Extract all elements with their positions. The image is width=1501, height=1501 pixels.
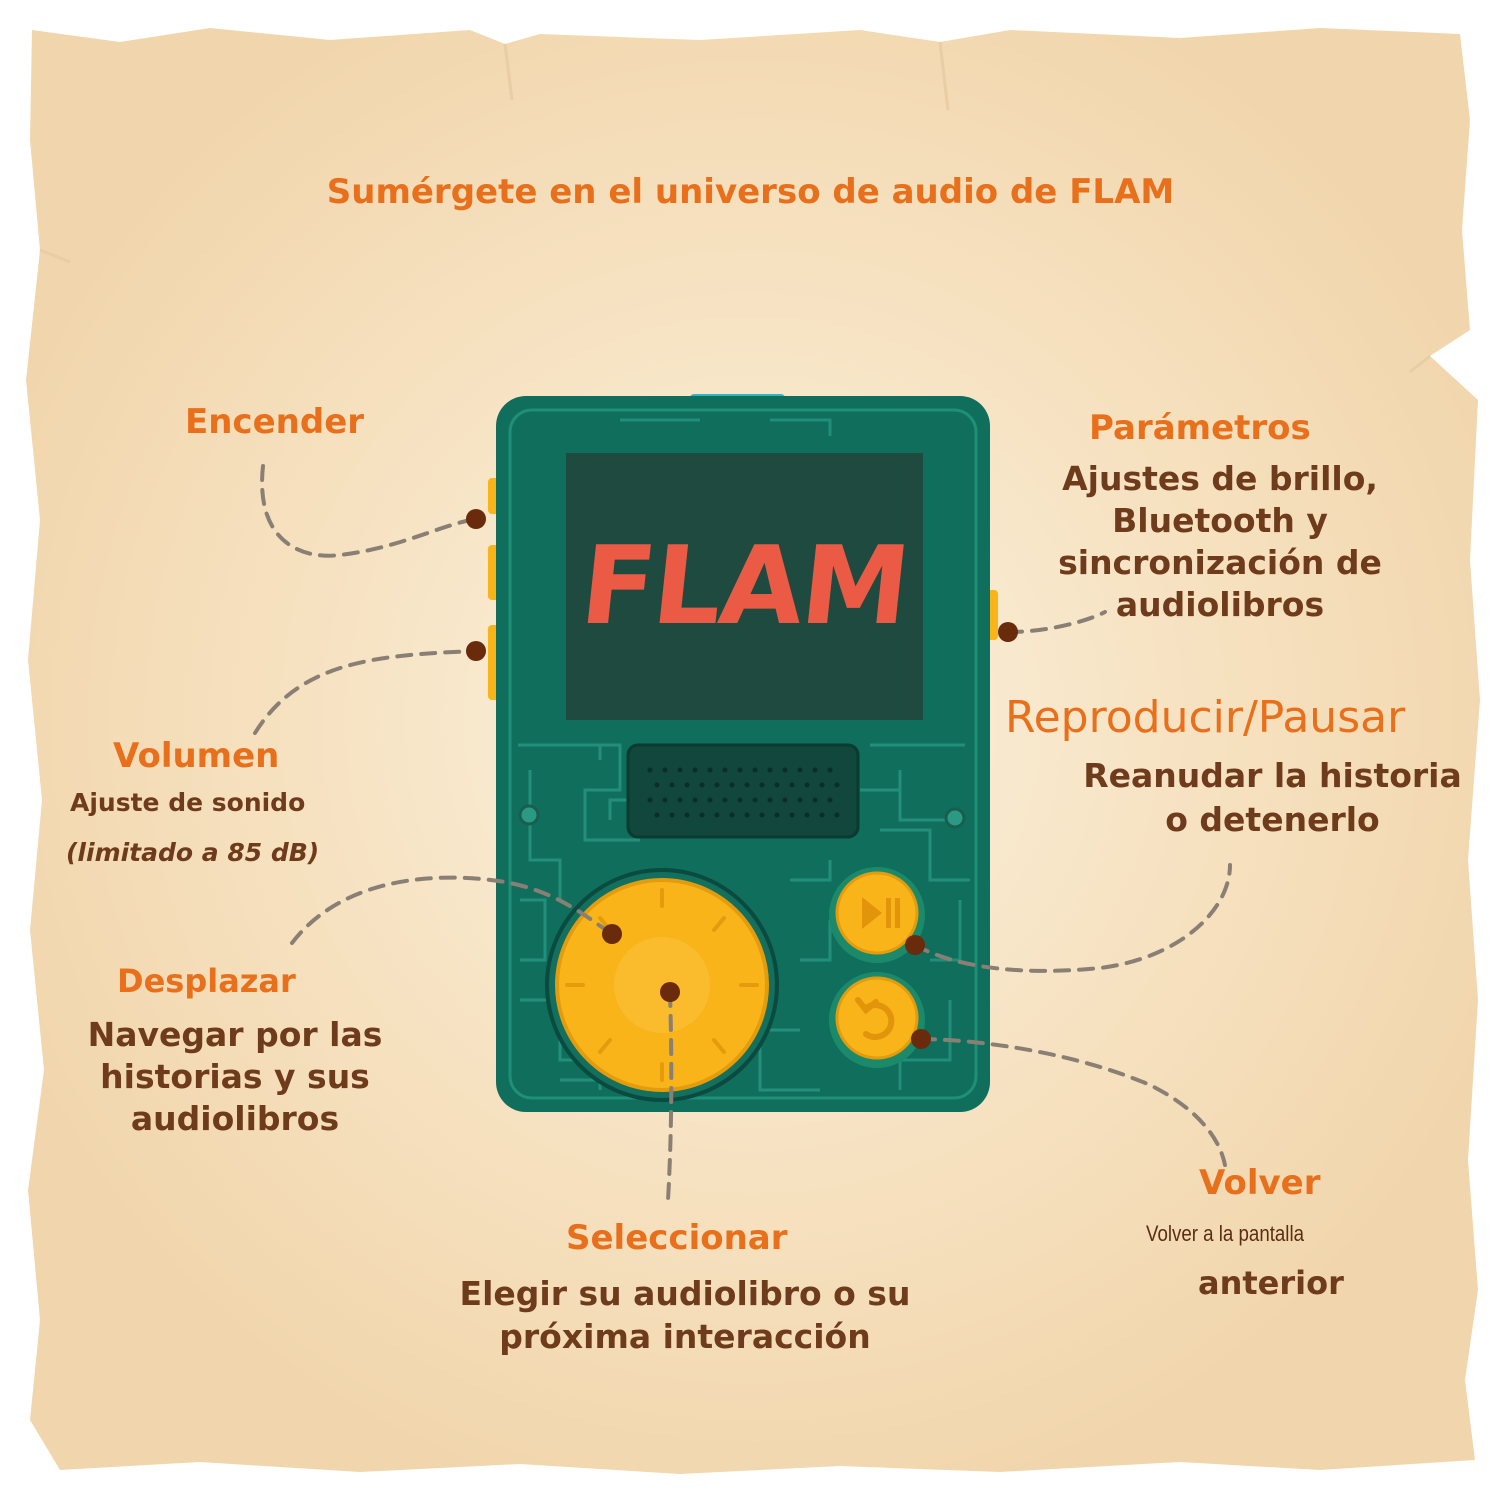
callout-volver-title: Volver (1199, 1163, 1321, 1203)
callout-volumen-note: (limitado a 85 dB) (66, 838, 320, 867)
headline: Sumérgete en el universo de audio de FLA… (326, 172, 1175, 212)
callout-parametros-title: Parámetros (1089, 408, 1311, 448)
callout-reproducir-title: Reproducir/Pausar (1005, 692, 1406, 743)
callout-seleccionar-description: Elegir su audiolibro o su próxima intera… (459, 1274, 911, 1356)
callout-volumen-title: Volumen (113, 736, 280, 776)
callout-desplazar-title: Desplazar (117, 962, 296, 1000)
flam-logo: FLAM (575, 524, 914, 649)
callout-volver-description-line2: anterior (1198, 1264, 1344, 1302)
callout-volver-description-line1: Volver a la pantalla (1146, 1221, 1305, 1246)
back-button[interactable] (835, 976, 919, 1060)
speaker-grille (626, 743, 860, 839)
callout-seleccionar-title: Seleccionar (566, 1218, 788, 1258)
play-pause-icon (862, 897, 900, 929)
callout-encender-title: Encender (185, 402, 365, 442)
screw-right (944, 807, 966, 829)
screw-left (518, 804, 540, 826)
callout-reproducir-description: Reanudar la historia o detenerlo (1083, 756, 1462, 839)
callout-volumen-description: Ajuste de sonido (70, 788, 306, 817)
back-arrow-icon (855, 997, 895, 1040)
select-button[interactable] (614, 937, 710, 1033)
callout-desplazar-description: Navegar por las historias y sus audiolib… (87, 1015, 383, 1138)
callout-parametros-description: Ajustes de brillo, Bluetooth y sincroniz… (1058, 459, 1382, 624)
screen (566, 453, 923, 720)
